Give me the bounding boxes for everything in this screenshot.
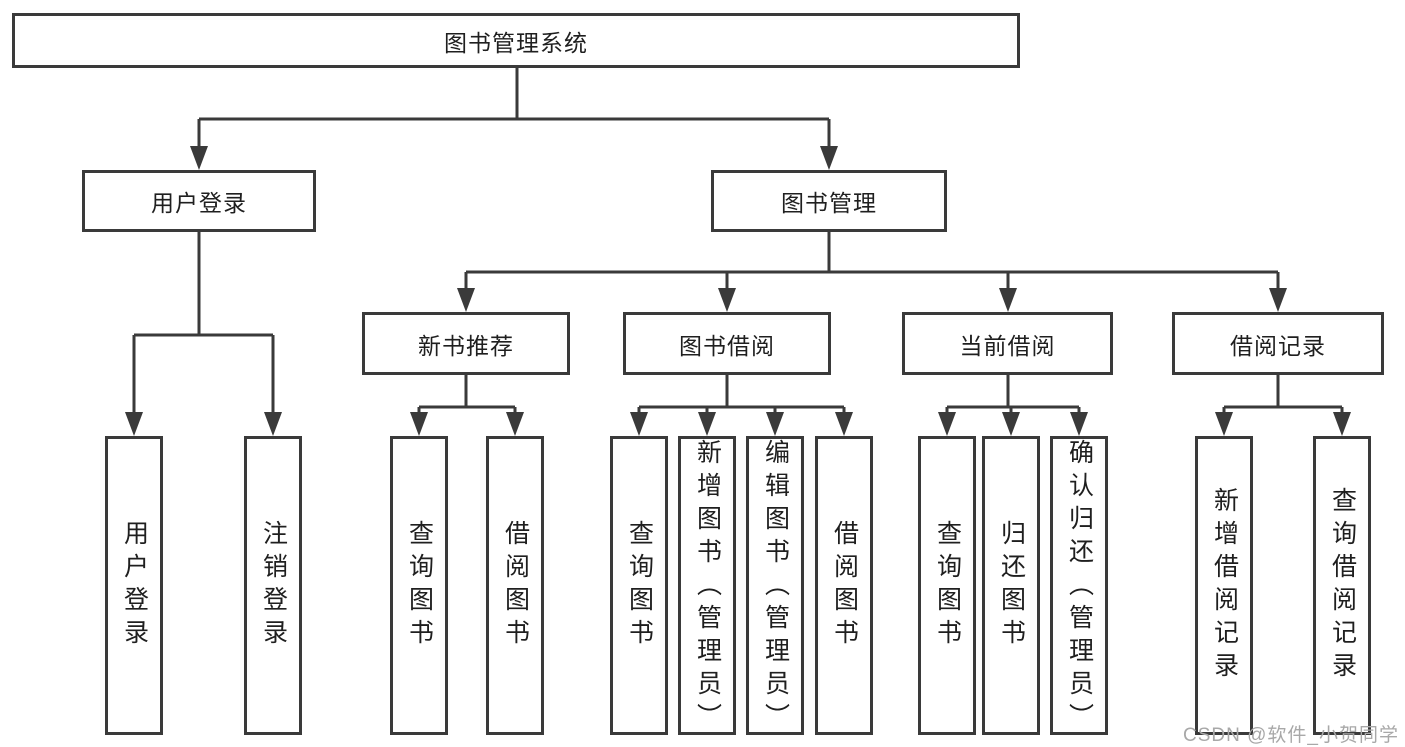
node-root-system: 图书管理系统 [12, 13, 1020, 68]
node-book-borrow: 图书借阅 [623, 312, 831, 375]
csdn-watermark: CSDN @软件_小贺同学 [1183, 725, 1399, 746]
node-leaf-user-login: 用户登录 [105, 436, 163, 735]
node-current-borrow: 当前借阅 [902, 312, 1113, 375]
node-user-login: 用户登录 [82, 170, 316, 232]
node-new-book-recommend: 新书推荐 [362, 312, 570, 375]
node-leaf-logout: 注销登录 [244, 436, 302, 735]
node-leaf-add-book-admin: 新增图书（管理员） [678, 436, 736, 736]
node-leaf-confirm-return-admin: 确认归还（管理员） [1050, 436, 1108, 736]
node-leaf-add-borrow-record: 新增借阅记录 [1195, 436, 1253, 735]
node-leaf-query-book-3: 查询图书 [918, 436, 976, 735]
node-leaf-return-book: 归还图书 [982, 436, 1040, 735]
arrowheads [125, 146, 1351, 436]
node-leaf-query-book-2: 查询图书 [610, 436, 668, 735]
node-leaf-borrow-book-2: 借阅图书 [815, 436, 873, 735]
node-leaf-query-borrow-record: 查询借阅记录 [1313, 436, 1371, 735]
node-borrow-record: 借阅记录 [1172, 312, 1384, 375]
node-book-management: 图书管理 [711, 170, 947, 232]
node-leaf-edit-book-admin: 编辑图书（管理员） [746, 436, 804, 736]
node-leaf-borrow-book-1: 借阅图书 [486, 436, 544, 735]
node-leaf-query-book-1: 查询图书 [390, 436, 448, 735]
